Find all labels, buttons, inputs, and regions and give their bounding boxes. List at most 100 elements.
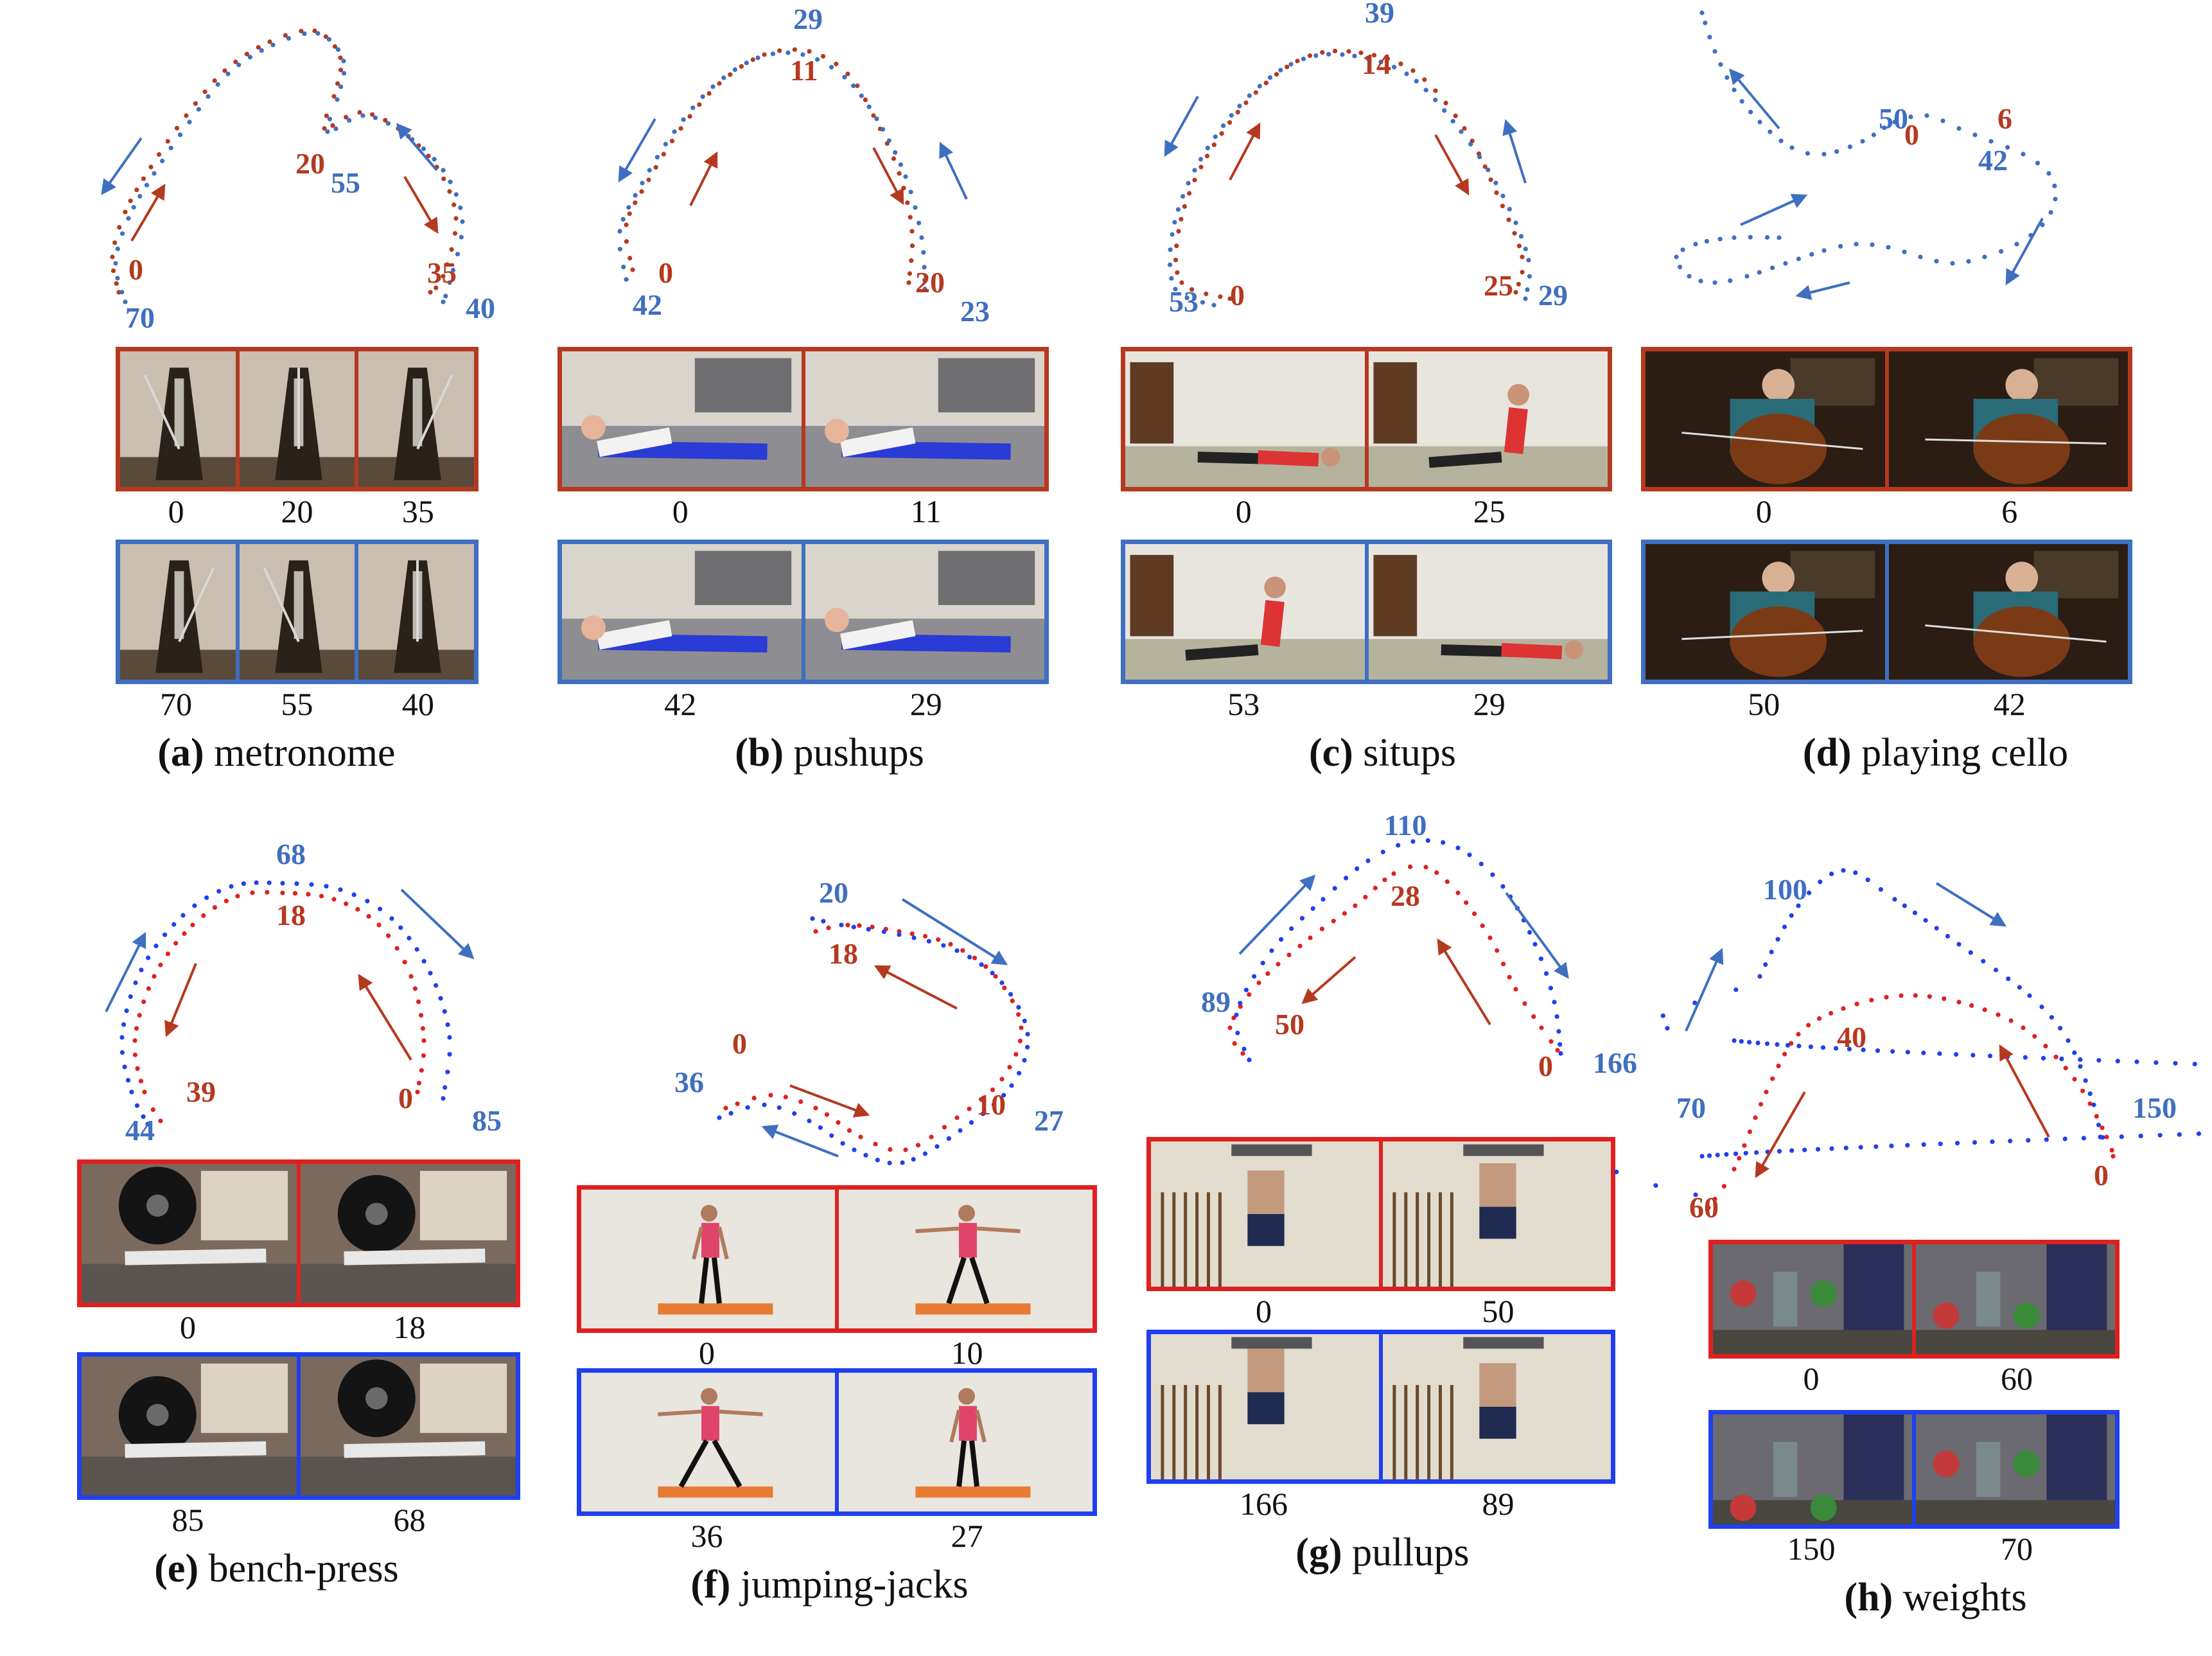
blue-trajectory-point: [447, 280, 452, 285]
blue-trajectory-point: [1468, 141, 1473, 146]
red-trajectory-point: [1253, 90, 1258, 95]
red-trajectory-point: [256, 45, 261, 50]
blue-trajectory-point: [1981, 958, 1986, 964]
red-frame-label: 0: [1904, 118, 1919, 151]
blue-trajectory-point: [2052, 183, 2057, 188]
red-trajectory-point: [768, 1093, 773, 1098]
blue-trajectory-point: [935, 1144, 940, 1149]
blue-trajectory-point: [171, 922, 177, 927]
blue-trajectory-point: [335, 47, 341, 52]
red-trajectory-point: [1789, 1041, 1794, 1046]
blue-trajectory-point: [1299, 916, 1305, 921]
red-trajectory-point: [798, 1099, 803, 1104]
blue-trajectory-point: [1008, 992, 1014, 997]
caption-name: metronome: [214, 731, 396, 775]
blue-trajectory-point: [1552, 1000, 1557, 1005]
red-trajectory-point: [990, 1088, 996, 1093]
pullups-frame-image: [1383, 1141, 1611, 1287]
red-frame-index: 6: [2001, 493, 2018, 529]
red-trajectory-point: [907, 271, 913, 276]
blue-trajectory-point: [1455, 845, 1461, 850]
red-trajectory-point: [1434, 870, 1439, 876]
blue-trajectory-point: [2053, 197, 2058, 202]
blue-trajectory-point: [1796, 256, 1801, 261]
blue-trajectory-point: [1829, 1146, 1834, 1151]
red-trajectory-point: [428, 290, 433, 295]
red-trajectory-point: [1256, 980, 1261, 985]
pullups-frame-image: [1383, 1334, 1611, 1479]
red-trajectory-point: [190, 922, 195, 928]
blue-trajectory-points: [617, 50, 927, 292]
blue-trajectory-point: [1912, 910, 1918, 915]
blue-trajectory-point: [145, 1122, 150, 1127]
red-trajectory-point: [897, 171, 902, 176]
blue-trajectory-point: [1523, 247, 1528, 252]
blue-trajectory-point: [1747, 1039, 1752, 1044]
blue-trajectory-point: [898, 162, 903, 167]
blue-direction-arrow: [1164, 96, 1199, 157]
blue-trajectory-point: [119, 1035, 125, 1040]
blue-trajectory-point: [294, 881, 299, 886]
blue-trajectory-point: [990, 971, 995, 976]
red-trajectory-point: [1358, 50, 1364, 55]
red-trajectory-points: [624, 47, 915, 285]
red-trajectory-point: [1555, 1048, 1560, 1053]
blue-trajectory-point: [2134, 1059, 2139, 1064]
red-trajectory-point: [1410, 68, 1416, 73]
blue-frame-index: 166: [1240, 1486, 1288, 1522]
blue-trajectory-point: [154, 944, 159, 949]
blue-direction-arrow: [1505, 892, 1569, 979]
red-trajectory-point: [1391, 871, 1396, 876]
blue-trajectory-point: [881, 127, 886, 132]
blue-trajectory-point: [421, 146, 426, 152]
blue-trajectory-point: [941, 943, 946, 948]
weights-frame-image: [1916, 1414, 2115, 1524]
blue-trajectory-point: [1768, 129, 1773, 134]
red-video-frame: [562, 351, 802, 487]
blue-trajectory-point: [1968, 950, 1973, 955]
red-trajectory-point: [212, 905, 217, 910]
red-trajectory-point: [1869, 998, 1874, 1003]
red-trajectory-point: [370, 112, 375, 117]
blue-direction-arrow: [105, 931, 146, 1012]
blue-trajectory-point: [309, 882, 314, 887]
blue-frame-label: 150: [2132, 1091, 2177, 1124]
red-trajectory-point: [1014, 1052, 1019, 1057]
red-frame-index: 0: [1256, 1293, 1272, 1329]
blue-trajectory-point: [1777, 235, 1782, 240]
bench-frame-image: [82, 1164, 297, 1303]
blue-direction-arrow: [761, 1124, 839, 1158]
red-trajectory-point: [1721, 1184, 1726, 1189]
red-video-frame: [1125, 351, 1365, 487]
blue-video-frame: [1379, 1334, 1611, 1479]
blue-trajectory-point: [1186, 181, 1191, 186]
red-frame-index: 50: [1482, 1293, 1514, 1329]
red-trajectory-point: [624, 222, 629, 227]
red-trajectory-point: [1796, 1032, 1801, 1037]
subfigure-caption: (b) pushups: [553, 730, 1106, 776]
red-direction-arrow: [1301, 956, 1356, 1005]
red-trajectory-point: [383, 118, 388, 123]
weights-frame-image: [1916, 1244, 2115, 1354]
blue-trajectory-point: [1414, 78, 1419, 84]
red-trajectory-point: [1539, 1025, 1544, 1030]
blue-trajectory-point: [445, 1022, 450, 1027]
caption-letter: (g): [1295, 1531, 1342, 1574]
blue-trajectory-point: [1184, 295, 1189, 301]
blue-trajectory-point: [1829, 871, 1834, 876]
blue-trajectory-point: [1404, 71, 1409, 76]
red-trajectory-point: [857, 923, 862, 928]
metronome-frame-image: [239, 351, 355, 487]
red-trajectory-point: [141, 999, 146, 1005]
blue-trajectory-point: [866, 104, 872, 109]
red-trajectory-point: [1472, 911, 1477, 917]
blue-frame-label: 70: [125, 301, 155, 334]
red-trajectory-point: [165, 951, 170, 956]
blue-trajectory-point: [1892, 119, 1897, 125]
metronome-frame-image: [358, 351, 475, 487]
